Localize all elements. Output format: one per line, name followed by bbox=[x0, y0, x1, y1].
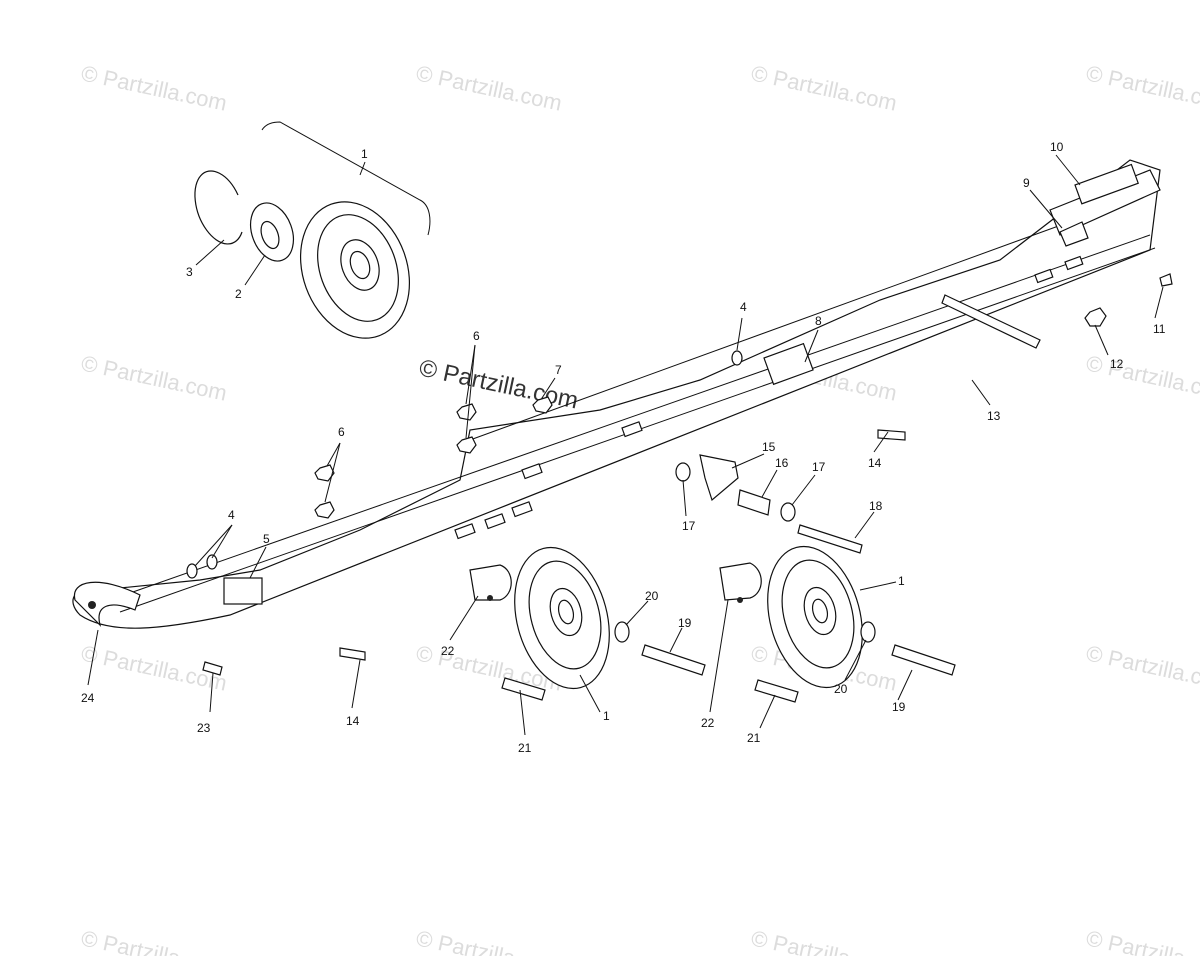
callout-label: 4 bbox=[228, 508, 235, 522]
callout-label: 9 bbox=[1023, 176, 1030, 190]
callout-label: 24 bbox=[81, 691, 95, 705]
callout-label: 15 bbox=[762, 440, 776, 454]
callouts: 1 2 3 4 4 5 6 6 7 8 9 10 11 12 13 14 14 … bbox=[81, 140, 1166, 755]
callout-label: 14 bbox=[346, 714, 360, 728]
callout-label: 1 bbox=[361, 147, 368, 161]
callout-label: 20 bbox=[834, 682, 848, 696]
leader-lines bbox=[87, 154, 1164, 736]
callout-label: 2 bbox=[235, 287, 242, 301]
callout-label: 20 bbox=[645, 589, 659, 603]
watermark: © Partzilla.com bbox=[1084, 350, 1200, 405]
watermark: © Partzilla.com bbox=[79, 925, 229, 956]
callout-label: 22 bbox=[701, 716, 715, 730]
callout-label: 14 bbox=[868, 456, 882, 470]
callout-label: 13 bbox=[987, 409, 1001, 423]
callout-label: 1 bbox=[603, 709, 610, 723]
slide-rail bbox=[72, 159, 1161, 629]
callout-label: 6 bbox=[473, 329, 480, 343]
hardware bbox=[186, 221, 1173, 676]
callout-label: 6 bbox=[338, 425, 345, 439]
callout-label: 10 bbox=[1050, 140, 1064, 154]
watermark: © Partzilla.com bbox=[414, 925, 564, 956]
callout-label: 21 bbox=[518, 741, 532, 755]
callout-label: 17 bbox=[812, 460, 826, 474]
watermark: © Partzilla.com bbox=[749, 925, 899, 956]
callout-label: 21 bbox=[747, 731, 761, 745]
callout-label: 23 bbox=[197, 721, 211, 735]
watermark: © Partzilla.com bbox=[749, 60, 899, 115]
callout-label: 12 bbox=[1110, 357, 1124, 371]
callout-label: 22 bbox=[441, 644, 455, 658]
callout-label: 11 bbox=[1153, 322, 1166, 336]
watermark: © Partzilla.com bbox=[1084, 925, 1200, 956]
callout-label: 17 bbox=[682, 519, 696, 533]
wheel-assembly-left bbox=[469, 546, 706, 701]
watermark: © Partzilla.com bbox=[1084, 640, 1200, 695]
watermark: © Partzilla.com bbox=[79, 350, 229, 405]
callout-label: 7 bbox=[555, 363, 562, 377]
callout-label: 8 bbox=[815, 314, 822, 328]
callout-label: 19 bbox=[892, 700, 906, 714]
callout-label: 16 bbox=[775, 456, 789, 470]
callout-label: 18 bbox=[869, 499, 883, 513]
callout-label: 5 bbox=[263, 532, 270, 546]
callout-label: 3 bbox=[186, 265, 193, 279]
callout-label: 1 bbox=[898, 574, 905, 588]
watermark: © Partzilla.com bbox=[1084, 60, 1200, 115]
watermark: © Partzilla.com bbox=[414, 60, 564, 115]
watermark-group: © Partzilla.com © Partzilla.com © Partzi… bbox=[79, 60, 1200, 956]
wheel-assembly-top bbox=[194, 121, 431, 339]
callout-label: 19 bbox=[678, 616, 692, 630]
watermark: © Partzilla.com bbox=[79, 60, 229, 115]
wheel-assembly-right bbox=[719, 545, 956, 703]
callout-label: 4 bbox=[740, 300, 747, 314]
